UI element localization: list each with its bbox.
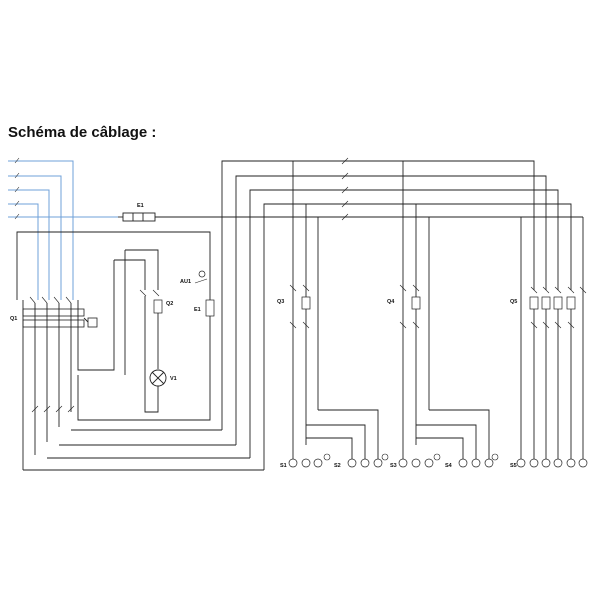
v1-label: V1 xyxy=(170,376,177,382)
supply-lines xyxy=(8,157,118,300)
terminals-s3-s4: S3 S4 xyxy=(390,453,499,469)
q2-label: Q2 xyxy=(166,301,173,307)
terminals-s5: S5 xyxy=(510,458,588,469)
s2-label: S2 xyxy=(334,463,341,469)
s1-label: S1 xyxy=(280,463,287,469)
au1-circuit: AU1 E1 xyxy=(77,231,215,421)
s5-label: S5 xyxy=(510,463,517,469)
terminals-s1-s2: S1 S2 xyxy=(280,453,389,469)
q1-label: Q1 xyxy=(10,316,17,322)
upper-bus xyxy=(23,157,584,471)
q5-circuit: Q5 xyxy=(510,217,587,460)
q2-circuit: Q2 V1 xyxy=(77,249,177,413)
q1-breaker: Q1 xyxy=(10,231,210,470)
e1-relay-label: E1 xyxy=(194,307,201,313)
s4-label: S4 xyxy=(445,463,453,469)
au1-label: AU1 xyxy=(180,279,191,285)
q4-label: Q4 xyxy=(387,299,395,305)
diagram-title: Schéma de câblage : xyxy=(8,124,157,141)
e1-label-top: E1 xyxy=(137,203,144,209)
q4-circuit: Q4 xyxy=(387,161,490,460)
q3-circuit: Q3 xyxy=(277,161,379,460)
s3-label: S3 xyxy=(390,463,397,469)
q5-label: Q5 xyxy=(510,299,517,305)
e1-fuse: E1 xyxy=(122,203,156,222)
q3-label: Q3 xyxy=(277,299,284,305)
